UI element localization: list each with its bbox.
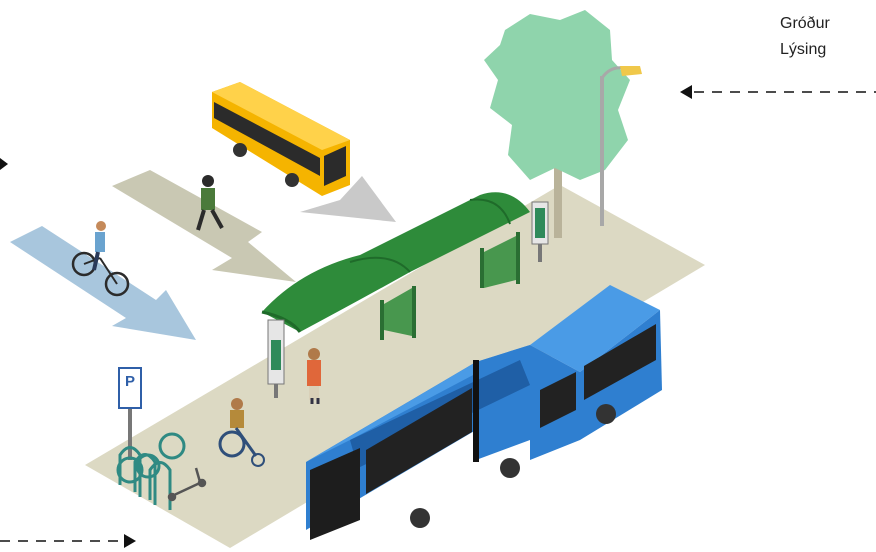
label-lighting: Lýsing bbox=[780, 41, 827, 58]
parking-sign-icon: P bbox=[118, 367, 142, 460]
platform-ground bbox=[85, 185, 705, 548]
tree-icon bbox=[484, 10, 630, 238]
info-board-icon bbox=[267, 201, 549, 398]
scooter-icon bbox=[167, 467, 207, 502]
yellow-bus-icon bbox=[212, 82, 350, 196]
parking-sign-letter: P bbox=[125, 373, 135, 390]
label-vegetation: Gróður bbox=[780, 15, 830, 32]
walk-arrow-yellow-bus bbox=[300, 176, 396, 222]
arrow-left-icon bbox=[680, 85, 876, 99]
bicycle-rack-icon bbox=[116, 432, 186, 510]
pedestrian-icon bbox=[196, 175, 224, 231]
cyclist-icon bbox=[71, 221, 130, 297]
arrow-right-icon bbox=[0, 158, 8, 170]
bike-lane-arrow bbox=[10, 226, 196, 340]
bus-stop-shelter-icon bbox=[261, 192, 530, 340]
wheelchair-icon bbox=[218, 398, 265, 467]
street-lamp-icon bbox=[600, 66, 642, 226]
waiting-person-icon bbox=[307, 348, 321, 404]
articulated-bus-icon bbox=[306, 285, 662, 540]
walk-arrow-large bbox=[112, 170, 296, 282]
arrow-right-bottom-icon bbox=[0, 534, 136, 548]
